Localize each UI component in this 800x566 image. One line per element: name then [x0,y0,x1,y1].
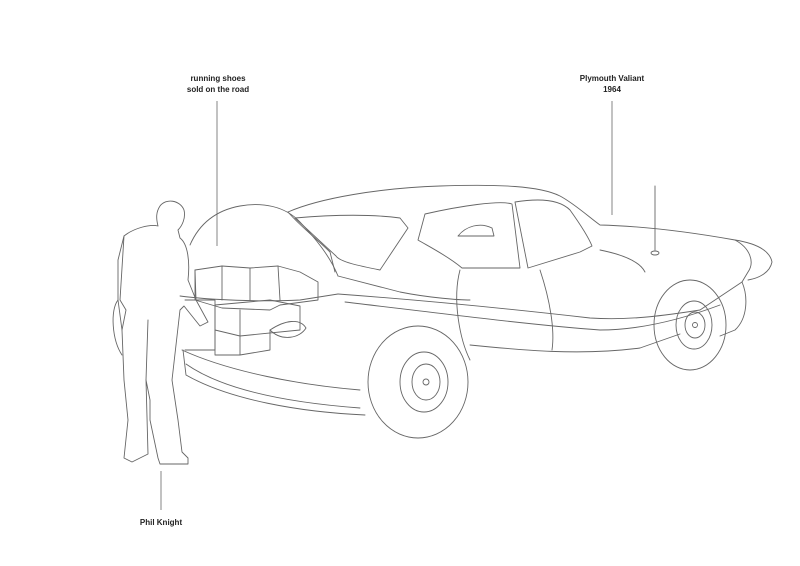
car-annotation: Plymouth Valiant 1964 [532,73,692,95]
person-annotation: Phil Knight [81,517,241,528]
front-wheel [653,279,727,371]
shoes-annotation-line1: running shoes [190,74,246,83]
shoe-boxes [184,265,319,356]
shoes-annotation-line2: sold on the road [186,85,250,94]
shoes-annotation: running shoes sold on the road [138,73,298,95]
person-figure [112,200,209,465]
car-annotation-line1: Plymouth Valiant [579,74,645,83]
car-body [179,184,773,416]
person-annotation-line1: Phil Knight [139,518,183,527]
rear-wheel [367,325,469,439]
car-annotation-line2: 1964 [603,85,621,94]
